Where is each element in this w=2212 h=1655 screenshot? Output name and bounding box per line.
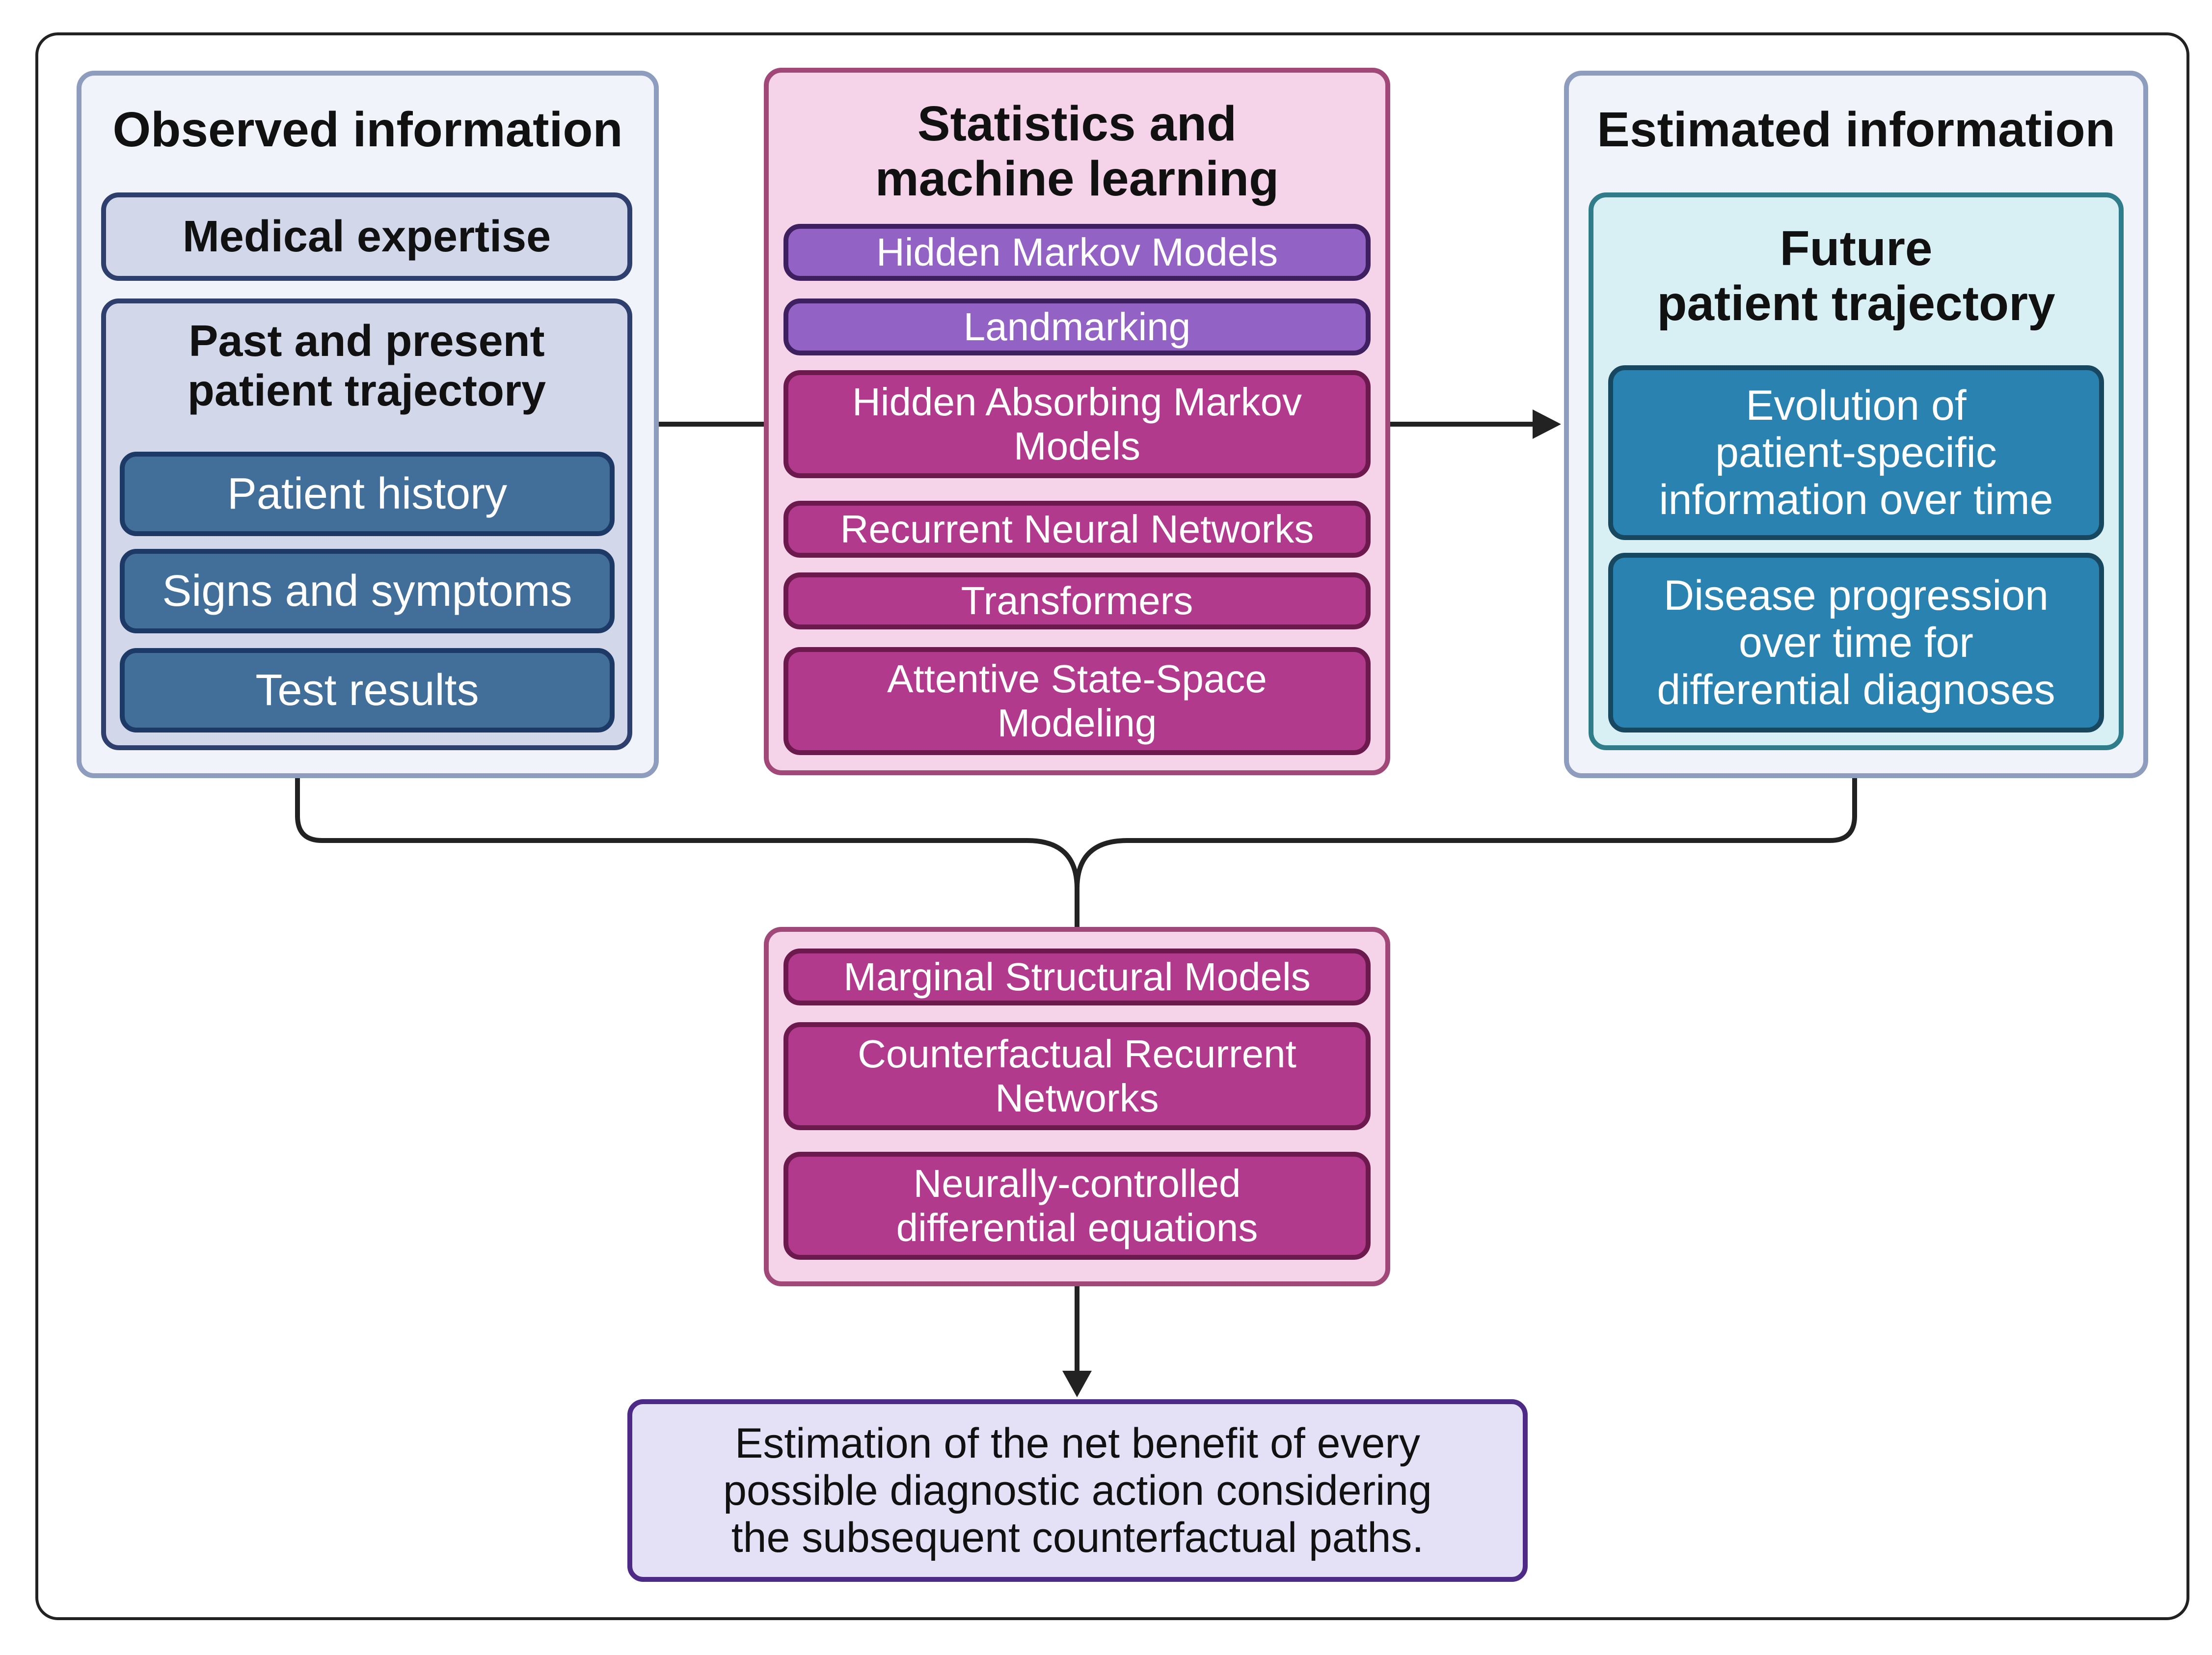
method-hidden-absorbing-markov-models: Hidden Absorbing Markov Models	[783, 370, 1371, 478]
method-label: Recurrent Neural Networks	[840, 507, 1314, 551]
evolution-info-label: Evolution of patient-specific informatio…	[1659, 381, 2053, 524]
arrowhead-to-result	[1062, 1371, 1092, 1397]
method-landmarking: Landmarking	[783, 298, 1371, 355]
medical-expertise-box: Medical expertise	[101, 192, 632, 281]
disease-progression-label: Disease progression over time for differ…	[1657, 571, 2055, 714]
method-label: Hidden Markov Models	[876, 230, 1278, 274]
method-transformers: Transformers	[783, 572, 1371, 629]
method-label: Counterfactual Recurrent Networks	[858, 1032, 1296, 1120]
evolution-info-box: Evolution of patient-specific informatio…	[1608, 365, 2104, 540]
net-benefit-estimation-box: Estimation of the net benefit of every p…	[627, 1399, 1528, 1582]
method-label: Neurally-controlled differential equatio…	[896, 1162, 1258, 1249]
method-counterfactual-recurrent-networks: Counterfactual Recurrent Networks	[783, 1022, 1371, 1130]
test-results-label: Test results	[255, 665, 479, 715]
medical-expertise-label: Medical expertise	[182, 212, 551, 261]
method-label: Marginal Structural Models	[843, 955, 1311, 999]
net-benefit-estimation-label: Estimation of the net benefit of every p…	[723, 1419, 1432, 1562]
statistics-ml-title: Statistics and machine learning	[875, 96, 1279, 206]
past-present-trajectory-title: Past and present patient trajectory	[187, 317, 546, 415]
bracket-join	[295, 778, 1857, 889]
observed-title: Observed information	[112, 102, 623, 157]
disease-progression-box: Disease progression over time for differ…	[1608, 553, 2104, 733]
signs-symptoms-label: Signs and symptoms	[162, 566, 572, 616]
patient-history-label: Patient history	[227, 469, 508, 518]
arrowhead-to-estimated	[1533, 409, 1561, 439]
estimated-title: Estimated information	[1597, 102, 2115, 157]
method-hidden-markov-models: Hidden Markov Models	[783, 224, 1371, 281]
method-label: Attentive State-Space Modeling	[887, 657, 1267, 745]
patient-history-box: Patient history	[120, 452, 615, 536]
method-label: Transformers	[961, 579, 1193, 623]
method-neurally-controlled-des: Neurally-controlled differential equatio…	[783, 1152, 1371, 1260]
method-marginal-structural-models: Marginal Structural Models	[783, 949, 1371, 1005]
method-label: Hidden Absorbing Markov Models	[852, 380, 1302, 468]
future-trajectory-title: Future patient trajectory	[1657, 221, 2055, 331]
method-attentive-state-space-modeling: Attentive State-Space Modeling	[783, 647, 1371, 755]
signs-symptoms-box: Signs and symptoms	[120, 549, 615, 633]
method-recurrent-neural-networks: Recurrent Neural Networks	[783, 501, 1371, 558]
test-results-box: Test results	[120, 648, 615, 733]
method-label: Landmarking	[963, 305, 1191, 349]
